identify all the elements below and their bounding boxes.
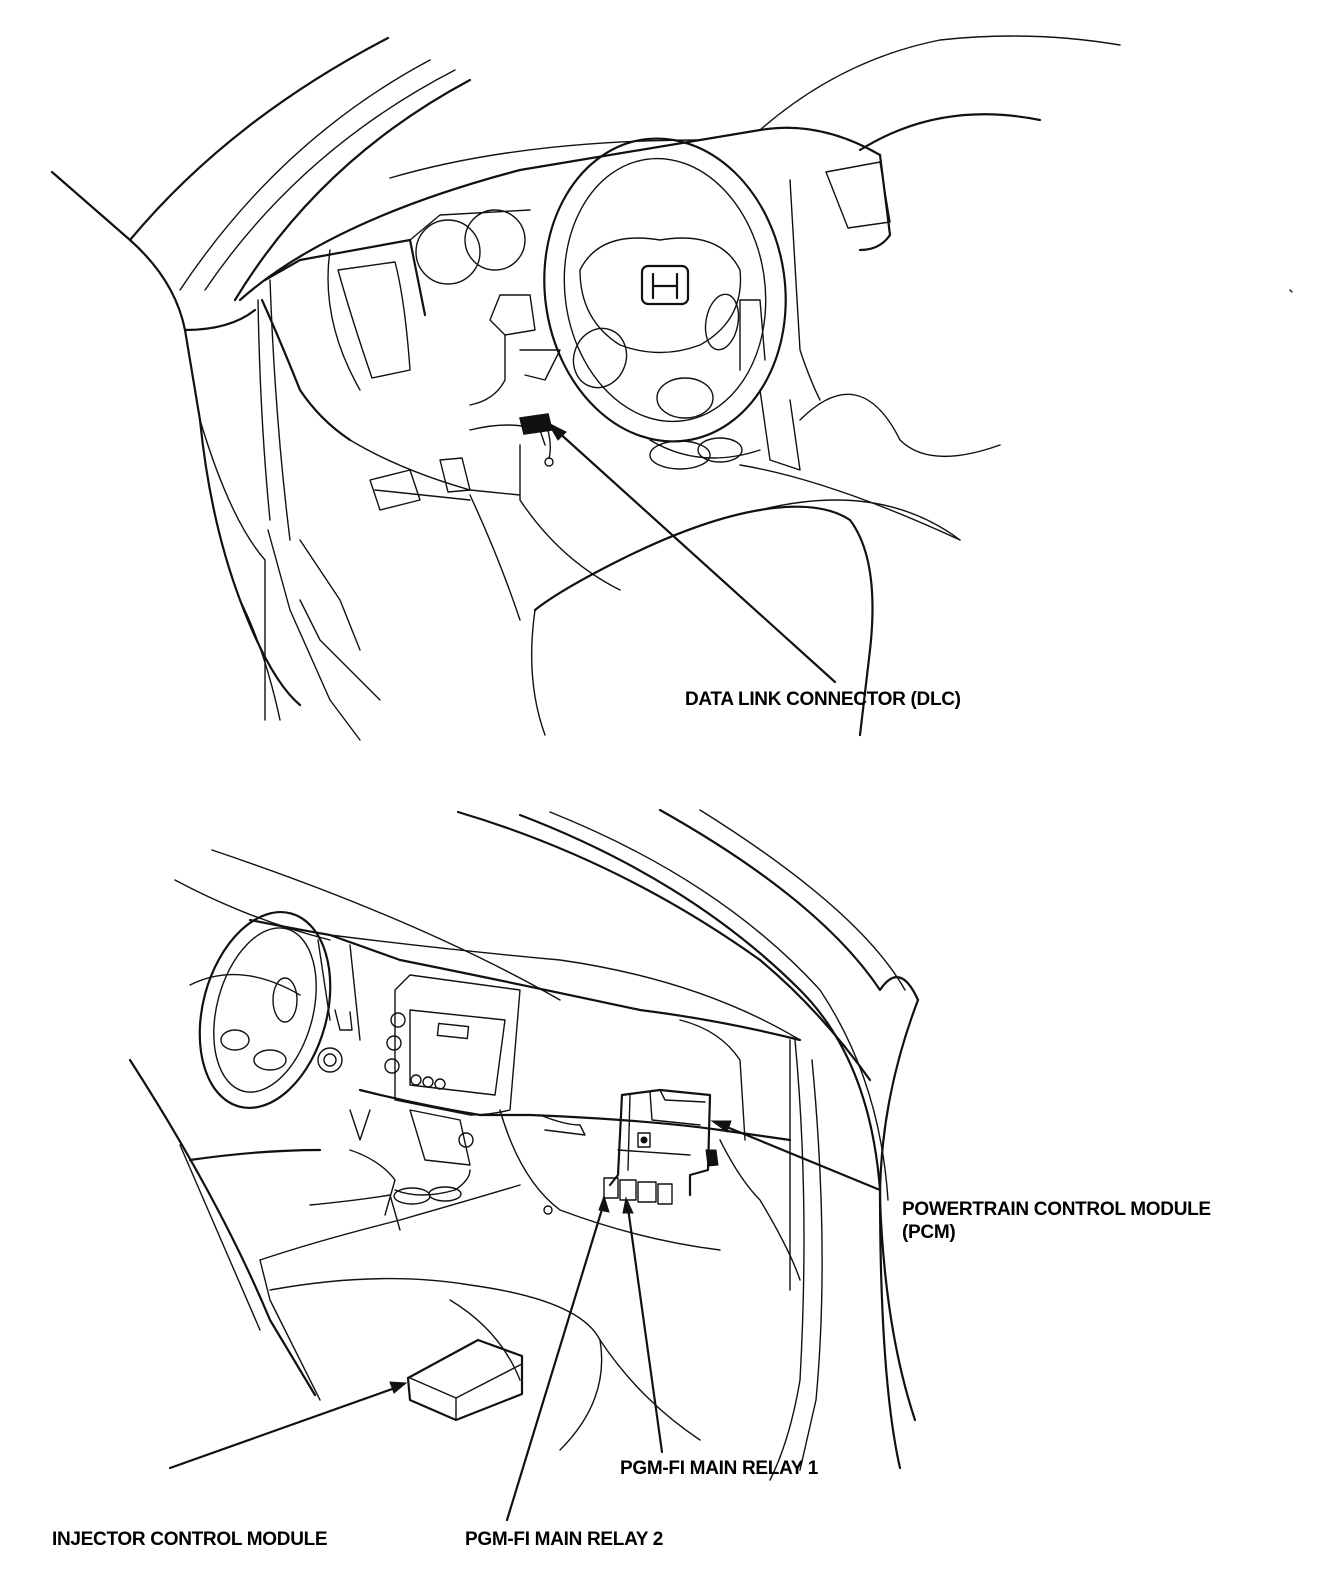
pcm-label-line2: (PCM)	[902, 1222, 955, 1243]
icm-label: INJECTOR CONTROL MODULE	[52, 1529, 327, 1550]
dlc-label: DATA LINK CONNECTOR (DLC)	[685, 689, 961, 710]
dlc-leader-arrow	[546, 421, 837, 684]
relay1-label: PGM-FI MAIN RELAY 1	[620, 1458, 819, 1479]
icm-leader-arrow	[168, 1381, 408, 1470]
relay2-label: PGM-FI MAIN RELAY 2	[465, 1529, 663, 1550]
pcm-leader-arrow	[710, 1120, 882, 1192]
passenger-dashboard-illustration	[128, 808, 920, 1481]
relay1-leader-arrow	[622, 1196, 664, 1454]
pcm-label-line1: POWERTRAIN CONTROL MODULE	[902, 1199, 1211, 1220]
relay2-leader-arrow	[505, 1194, 610, 1522]
driver-dashboard-illustration	[50, 35, 1293, 741]
